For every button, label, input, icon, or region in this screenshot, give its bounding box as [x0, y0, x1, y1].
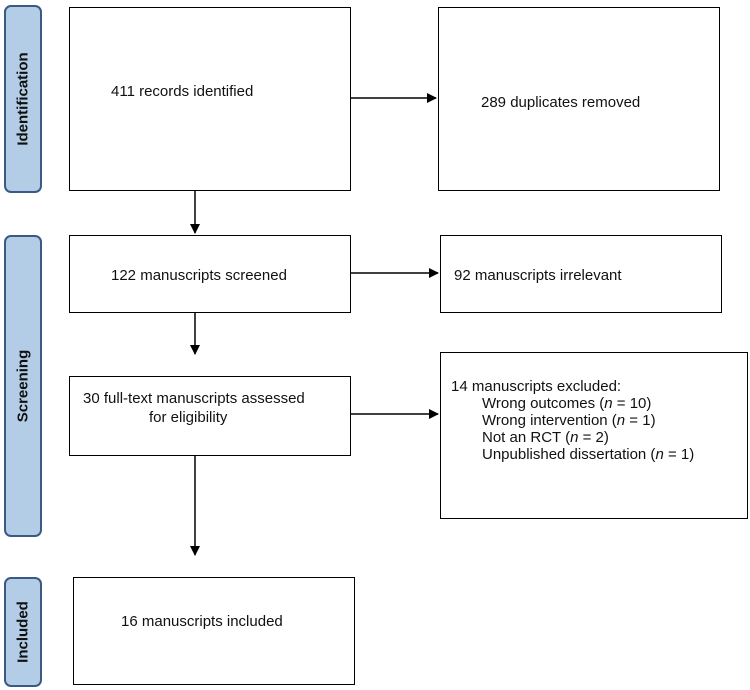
phase-identification: Identification	[4, 5, 42, 193]
screened-box: 122 manuscripts screened	[69, 235, 351, 313]
exclusion-reasons: Wrong outcomes (n = 10) Wrong interventi…	[451, 395, 694, 463]
excluded-box: 14 manuscripts excluded: Wrong outcomes …	[440, 352, 748, 519]
exclusion-reason: Not an RCT (n = 2)	[482, 429, 609, 446]
fulltext-box: 30 full-text manuscripts assessed for el…	[69, 376, 351, 456]
included-text: 16 manuscripts included	[121, 613, 283, 630]
irrelevant-box: 92 manuscripts irrelevant	[440, 235, 722, 313]
excluded-content: 14 manuscripts excluded: Wrong outcomes …	[451, 378, 694, 463]
fulltext-text-line1: 30 full-text manuscripts assessed	[83, 390, 305, 407]
duplicates-text: 289 duplicates removed	[481, 94, 641, 111]
included-box: 16 manuscripts included	[73, 577, 355, 685]
phase-included: Included	[4, 577, 42, 687]
phase-screening: Screening	[4, 235, 42, 537]
irrelevant-text: 92 manuscripts irrelevant	[454, 267, 622, 284]
exclusion-reason: Wrong outcomes (n = 10)	[482, 395, 652, 412]
exclusion-reason: Wrong intervention (n = 1)	[482, 412, 656, 429]
fulltext-text-line2: for eligibility	[149, 409, 228, 426]
exclusion-reason: Unpublished dissertation (n = 1)	[482, 446, 695, 463]
duplicates-box: 289 duplicates removed	[438, 7, 720, 191]
excluded-title: 14 manuscripts excluded:	[451, 378, 622, 395]
identified-text: 411 records identified	[111, 83, 254, 100]
screened-text: 122 manuscripts screened	[111, 267, 287, 284]
identified-box: 411 records identified	[69, 7, 351, 191]
